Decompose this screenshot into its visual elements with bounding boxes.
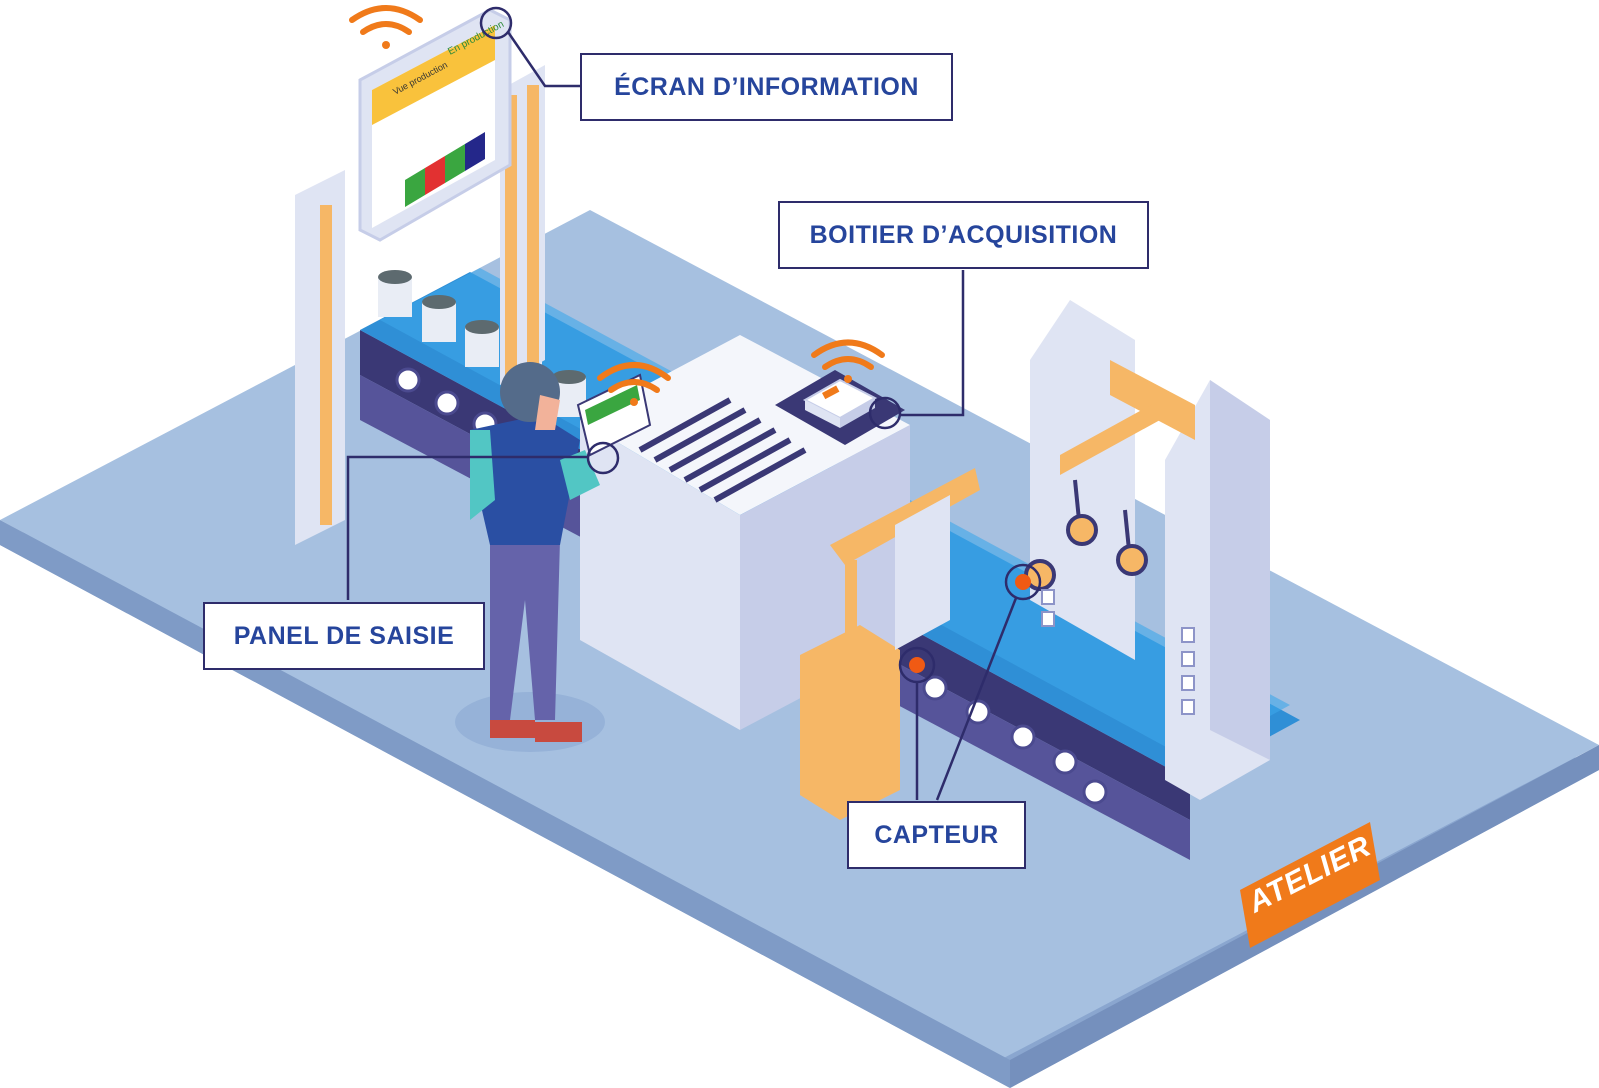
screen-ring [479,6,513,40]
boitier-acquisition-callout: BOITIER D’ACQUISITION [778,201,1149,269]
roller [922,675,948,701]
acquisition-box [775,370,905,445]
roller [1052,749,1078,775]
wifi-icon [811,339,885,383]
panel-leader [346,455,588,600]
can [465,320,499,367]
ecran-information-callout: ÉCRAN D’INFORMATION [580,53,953,121]
wifi-icon [349,5,423,49]
robot-machine [1024,300,1270,800]
atelier-badge [1240,822,1380,948]
sensor-dot-icon [1015,574,1031,590]
capteur-callout: CAPTEUR [847,801,1026,869]
sensor-gantry [800,468,980,820]
can [422,295,456,342]
robot-arm-icon [1024,479,1148,591]
capteur-leader-1 [935,597,1018,801]
central-machine [580,335,910,730]
roller [434,390,460,416]
acquisition-box-icon [822,385,840,400]
roller [1082,779,1108,805]
panel-saisie-callout: PANEL DE SAISIE [203,602,485,670]
box-ring [868,396,902,430]
left-gantry [295,65,545,545]
operator [455,362,605,752]
roller [1010,724,1036,750]
ecran-leader [506,31,580,88]
wifi-icon [597,362,671,406]
boitier-leader [900,270,965,417]
can [378,270,412,317]
sensor-ring-1 [1004,563,1042,601]
sensor-dot-icon [909,657,925,673]
roller [395,367,421,393]
